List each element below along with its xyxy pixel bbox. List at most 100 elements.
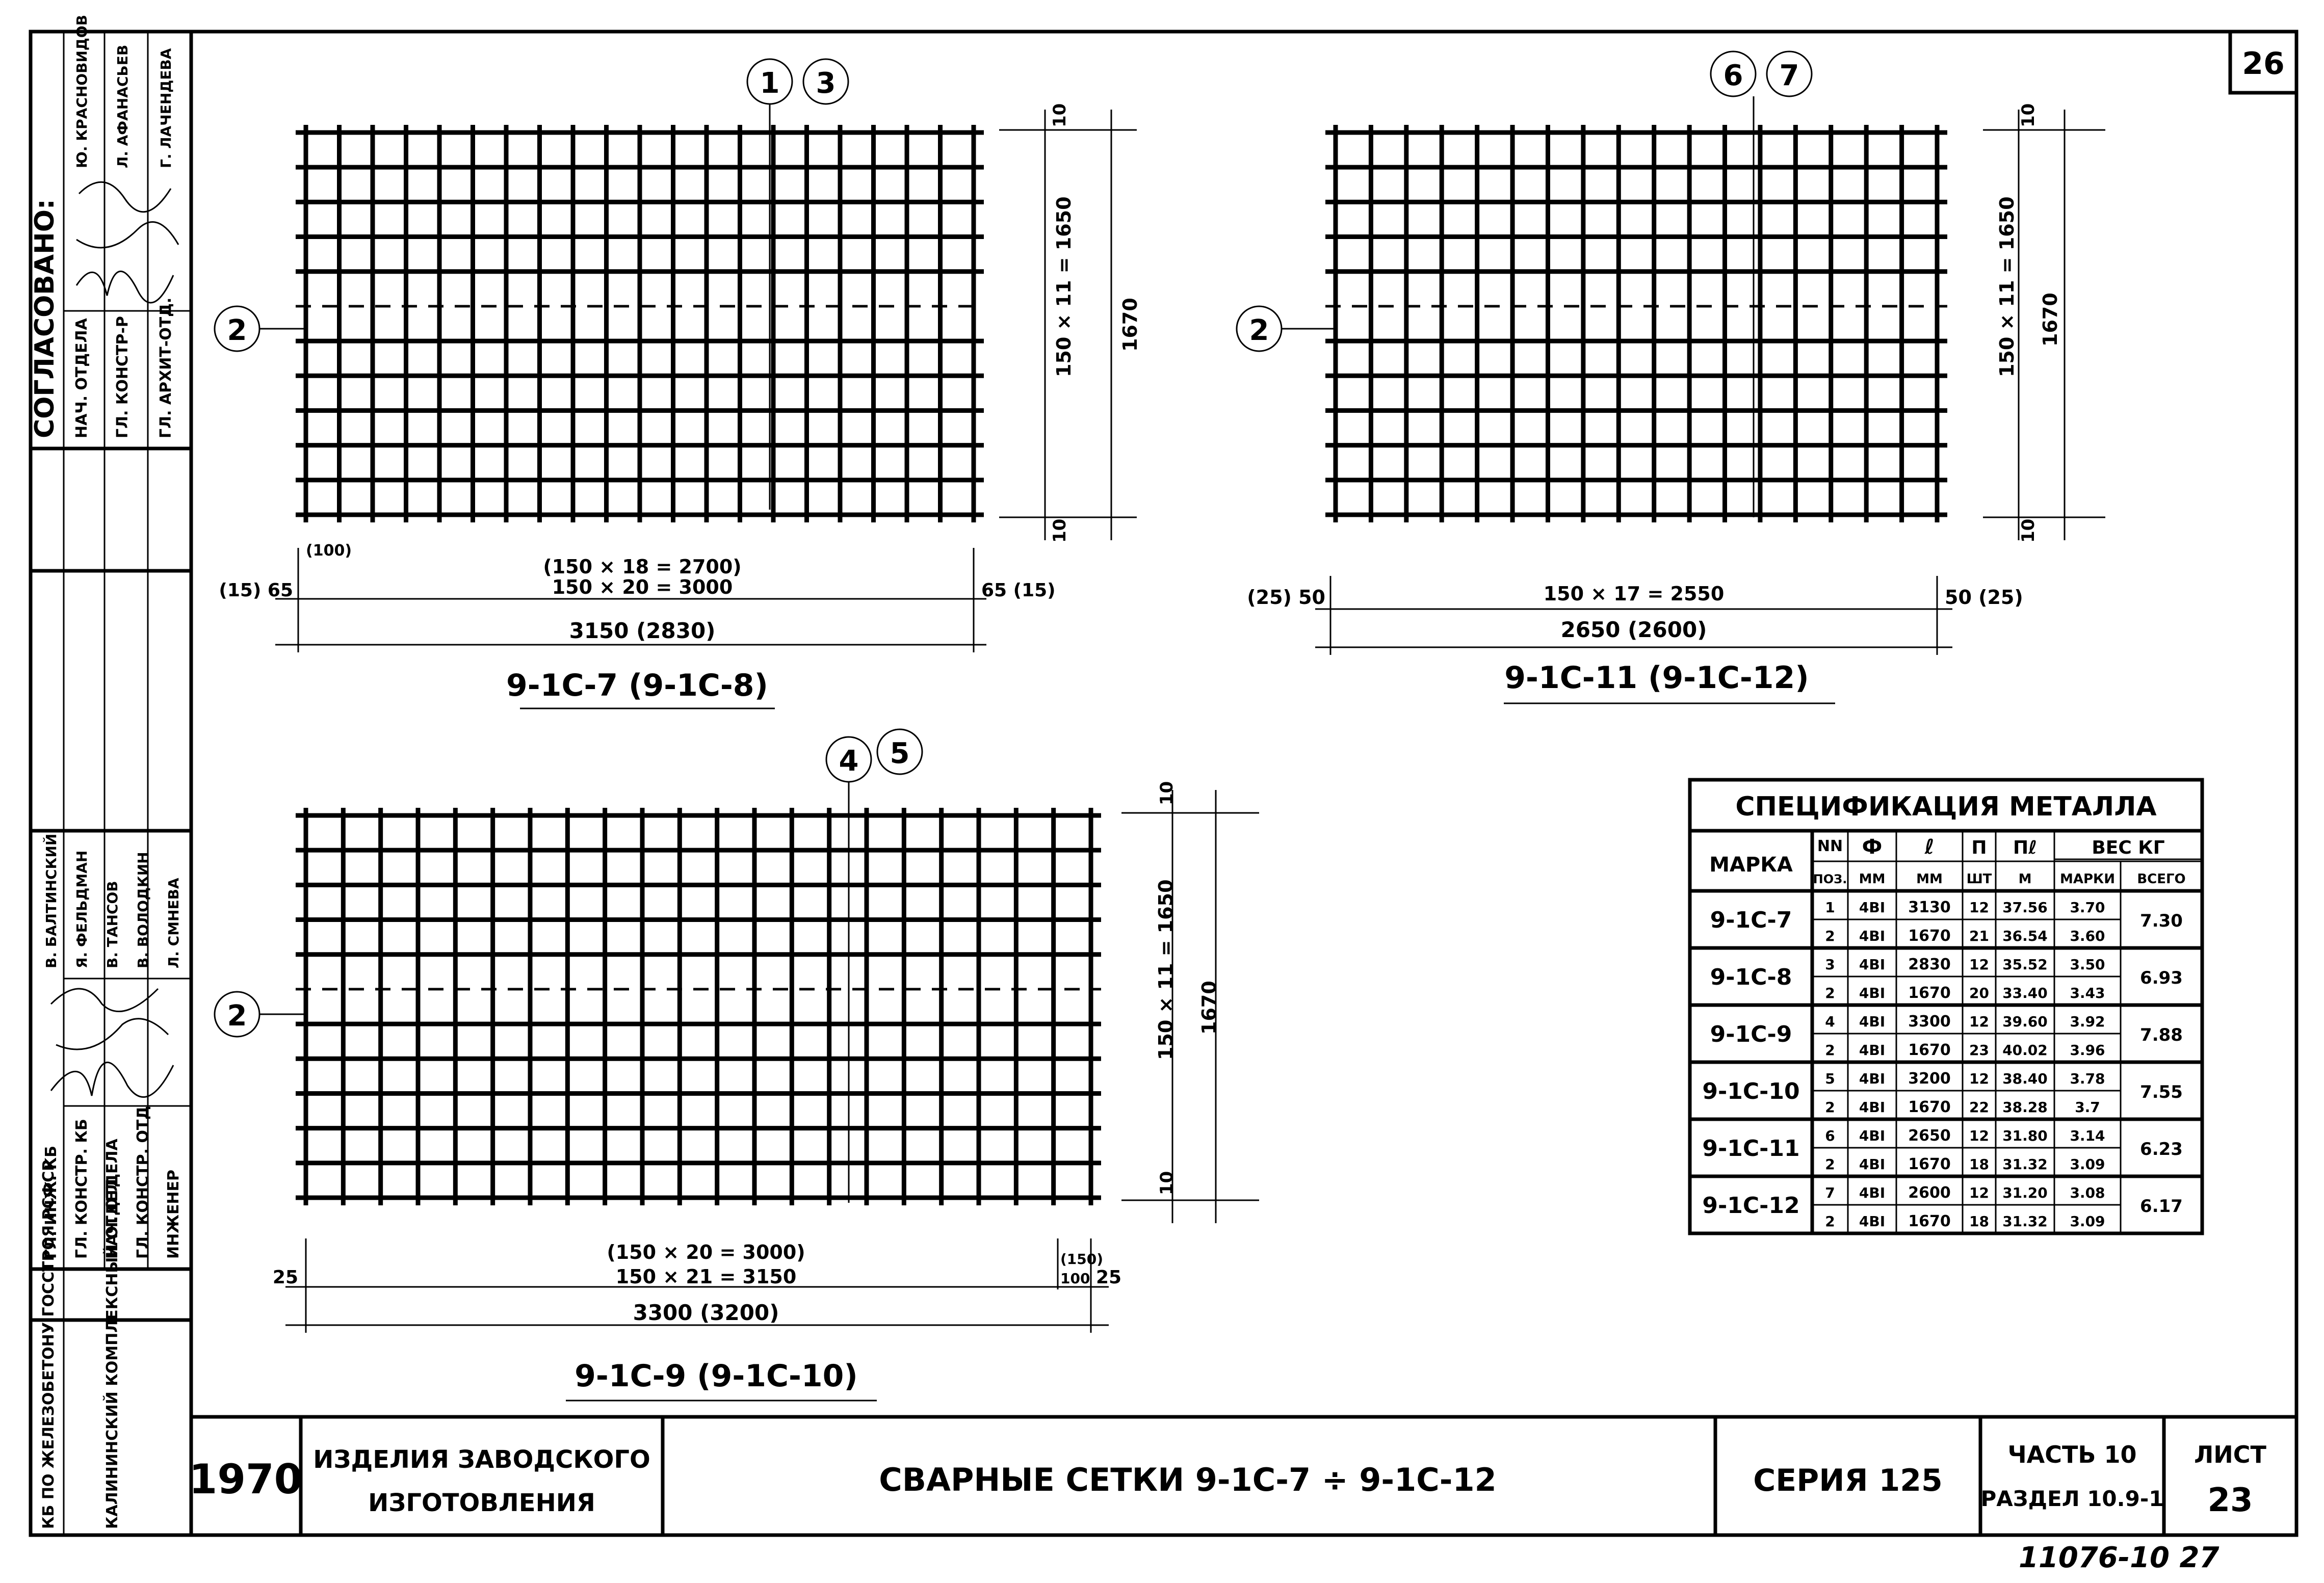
spec-cell-pos: 2 xyxy=(1825,1156,1835,1173)
mesh-1-side-mark-label: 2 xyxy=(227,314,247,347)
spec-cell-dia: 4BI xyxy=(1859,956,1885,973)
spec-total-weight: 6.23 xyxy=(2140,1139,2183,1159)
spec-cell-len: 1670 xyxy=(1908,927,1951,945)
title-main: СВАРНЫЕ СЕТКИ 9-1С-7 ÷ 9-1С-12 xyxy=(879,1461,1497,1498)
mesh-1-dim-top: 150 × 20 = 3000 xyxy=(552,576,733,598)
spec-cell-pos: 5 xyxy=(1825,1070,1835,1087)
spec-header-mark: МАРКА xyxy=(1709,853,1793,877)
spec-cell-dia: 4BI xyxy=(1859,1127,1885,1144)
spec-cell-qty: 12 xyxy=(1969,899,1989,916)
spec-cell-tot: 38.28 xyxy=(2002,1099,2048,1116)
spec-header-dia-unit: ММ xyxy=(1859,872,1886,887)
spec-cell-weight: 3.14 xyxy=(2070,1127,2105,1144)
mesh-2-caption: 9-1С-11 (9-1С-12) xyxy=(1504,660,1809,696)
mesh-1-vert-end-bottom: 10 xyxy=(1050,519,1070,543)
spec-header-weight-all: ВСЕГО xyxy=(2137,872,2185,887)
mesh-3-dim-right-pair-1: (150) xyxy=(1060,1251,1103,1268)
approval-name-3: Г. ЛАЧЕНДЕВА xyxy=(158,48,174,168)
mesh-3-vert-grid: 150 × 11 = 1650 xyxy=(1155,879,1177,1060)
staff-name-5: Л. СМНЕВА xyxy=(165,878,182,968)
mesh-2-dim-top: 150 × 17 = 2550 xyxy=(1544,583,1725,605)
mesh-2-dim-left-end: (25) 50 xyxy=(1247,586,1325,609)
mesh-2-grid xyxy=(1325,125,1947,522)
staff-name-1: В. БАЛТИНСКИЙ xyxy=(42,834,60,968)
mesh-3-dim-right-pair-2: 100 xyxy=(1060,1270,1090,1287)
spec-cell-dia: 4BI xyxy=(1859,1156,1885,1173)
mesh-3-caption: 9-1С-9 (9-1С-10) xyxy=(575,1358,858,1394)
spec-header-dia: Ф xyxy=(1862,835,1883,859)
mesh-3-dim-top: 150 × 21 = 3150 xyxy=(616,1265,797,1288)
spec-header-tot: Пℓ xyxy=(2013,837,2037,858)
spec-cell-tot: 40.02 xyxy=(2002,1042,2048,1059)
spec-cell-weight: 3.50 xyxy=(2070,956,2105,973)
staff-role-4: ГЛ. КОНСТР. ОТД xyxy=(134,1106,152,1259)
title-sheet-number: 23 xyxy=(2207,1482,2253,1519)
mesh-2-dim-right-end: 50 (25) xyxy=(1945,586,2023,609)
spec-header-pos-unit: ПОЗ. xyxy=(1813,872,1847,886)
spec-cell-weight: 3.60 xyxy=(2070,928,2105,944)
spec-total-weight: 6.93 xyxy=(2140,968,2183,988)
approval-title: СОГЛАСОВАНО: xyxy=(30,199,60,438)
mesh-3-vert-end-top: 10 xyxy=(1157,781,1177,805)
side-stamp: СОГЛАСОВАНО: НАЧ. ОТДЕЛА ГЛ. КОНСТР-Р ГЛ… xyxy=(30,15,191,1535)
spec-header-tot-unit: М xyxy=(2019,872,2032,887)
mesh-2-mark-6-label: 6 xyxy=(1724,59,1743,92)
staff-name-2: Я. ФЕЛЬДМАН xyxy=(73,851,90,968)
mesh-2-vert-grid: 150 × 11 = 1650 xyxy=(1996,196,2018,377)
mesh-1-grid xyxy=(296,125,984,522)
spec-cell-weight: 3.96 xyxy=(2070,1042,2105,1059)
mesh-2-vert-end-bottom: 10 xyxy=(2018,519,2039,543)
spec-total-weight: 7.88 xyxy=(2140,1025,2183,1045)
side-stamp-border xyxy=(29,30,193,1537)
spec-cell-tot: 37.56 xyxy=(2002,899,2048,916)
spec-mark: 9-1С-11 xyxy=(1702,1136,1799,1162)
spec-cell-pos: 2 xyxy=(1825,928,1835,944)
spec-cell-tot: 35.52 xyxy=(2002,956,2048,973)
mesh-2-vert-end-top: 10 xyxy=(2018,103,2039,127)
spec-cell-tot: 31.32 xyxy=(2002,1213,2048,1230)
mesh-3: 4 5 2 10 10 150 × 11 = 1650 1670 (150 × … xyxy=(214,728,1259,1402)
title-part: ЧАСТЬ 10 xyxy=(2008,1441,2137,1468)
mesh-3-dim-total: 3300 (3200) xyxy=(633,1300,779,1325)
mesh-1-caption: 9-1С-7 (9-1С-8) xyxy=(506,668,768,703)
title-category-1: ИЗДЕЛИЯ ЗАВОДСКОГО xyxy=(313,1445,650,1474)
mesh-2-side-mark-label: 2 xyxy=(1249,314,1269,347)
mesh-2-dim-total: 2650 (2600) xyxy=(1561,617,1707,642)
spec-cell-tot: 36.54 xyxy=(2002,928,2048,944)
mesh-3-mark-5 xyxy=(876,728,923,775)
spec-cell-pos: 1 xyxy=(1825,899,1835,916)
spec-header-qty-unit: ШТ xyxy=(1967,872,1992,887)
spec-cell-len: 1670 xyxy=(1908,1041,1951,1059)
approval-role-2: ГЛ. КОНСТР-Р xyxy=(114,316,132,438)
spec-cell-tot: 39.60 xyxy=(2002,1013,2048,1030)
spec-cell-len: 3300 xyxy=(1908,1013,1951,1031)
sheet-number-box: 26 xyxy=(2228,30,2299,95)
signature-approval xyxy=(75,181,179,304)
spec-title: СПЕЦИФИКАЦИЯ МЕТАЛЛА xyxy=(1735,791,2156,822)
mesh-3-side-mark-label: 2 xyxy=(227,999,247,1033)
mesh-1: 1 3 2 10 10 150 × 11 = 1650 1670 (100) (… xyxy=(214,58,1141,709)
staff-name-4: В. ВОЛОДКИН xyxy=(135,852,151,968)
spec-header-weight-mark: МАРКИ xyxy=(2060,872,2115,887)
spec-mark: 9-1С-12 xyxy=(1702,1193,1799,1219)
mesh-1-mark-3 xyxy=(802,58,849,105)
spec-cell-len: 3130 xyxy=(1908,899,1951,916)
spec-header-pos: NN xyxy=(1817,837,1843,855)
mesh-3-dim-right-end: 25 xyxy=(1096,1267,1121,1288)
mesh-2: 6 7 2 10 10 150 × 11 = 1650 1670 150 × 1… xyxy=(1236,50,2105,704)
mesh-1-vert-total: 1670 xyxy=(1119,298,1141,352)
spec-cell-qty: 12 xyxy=(1969,956,1989,973)
spec-cell-qty: 18 xyxy=(1969,1213,1989,1230)
staff-role-3: НАЧ. ОТДЕЛА xyxy=(103,1138,121,1259)
spec-header-qty: П xyxy=(1971,837,1987,858)
spec-cell-pos: 3 xyxy=(1825,956,1835,973)
signature-staff xyxy=(50,988,174,1098)
spec-cell-pos: 2 xyxy=(1825,1099,1835,1116)
spec-table: СПЕЦИФИКАЦИЯ МЕТАЛЛАМАРКАNNПОЗ.ФММℓММПШТ… xyxy=(1688,778,2204,1235)
spec-cell-qty: 22 xyxy=(1969,1099,1989,1116)
spec-cell-tot: 31.80 xyxy=(2002,1127,2048,1144)
spec-header-weight: ВЕС КГ xyxy=(2092,837,2164,858)
spec-cell-dia: 4BI xyxy=(1859,928,1885,944)
spec-cell-dia: 4BI xyxy=(1859,1099,1885,1116)
